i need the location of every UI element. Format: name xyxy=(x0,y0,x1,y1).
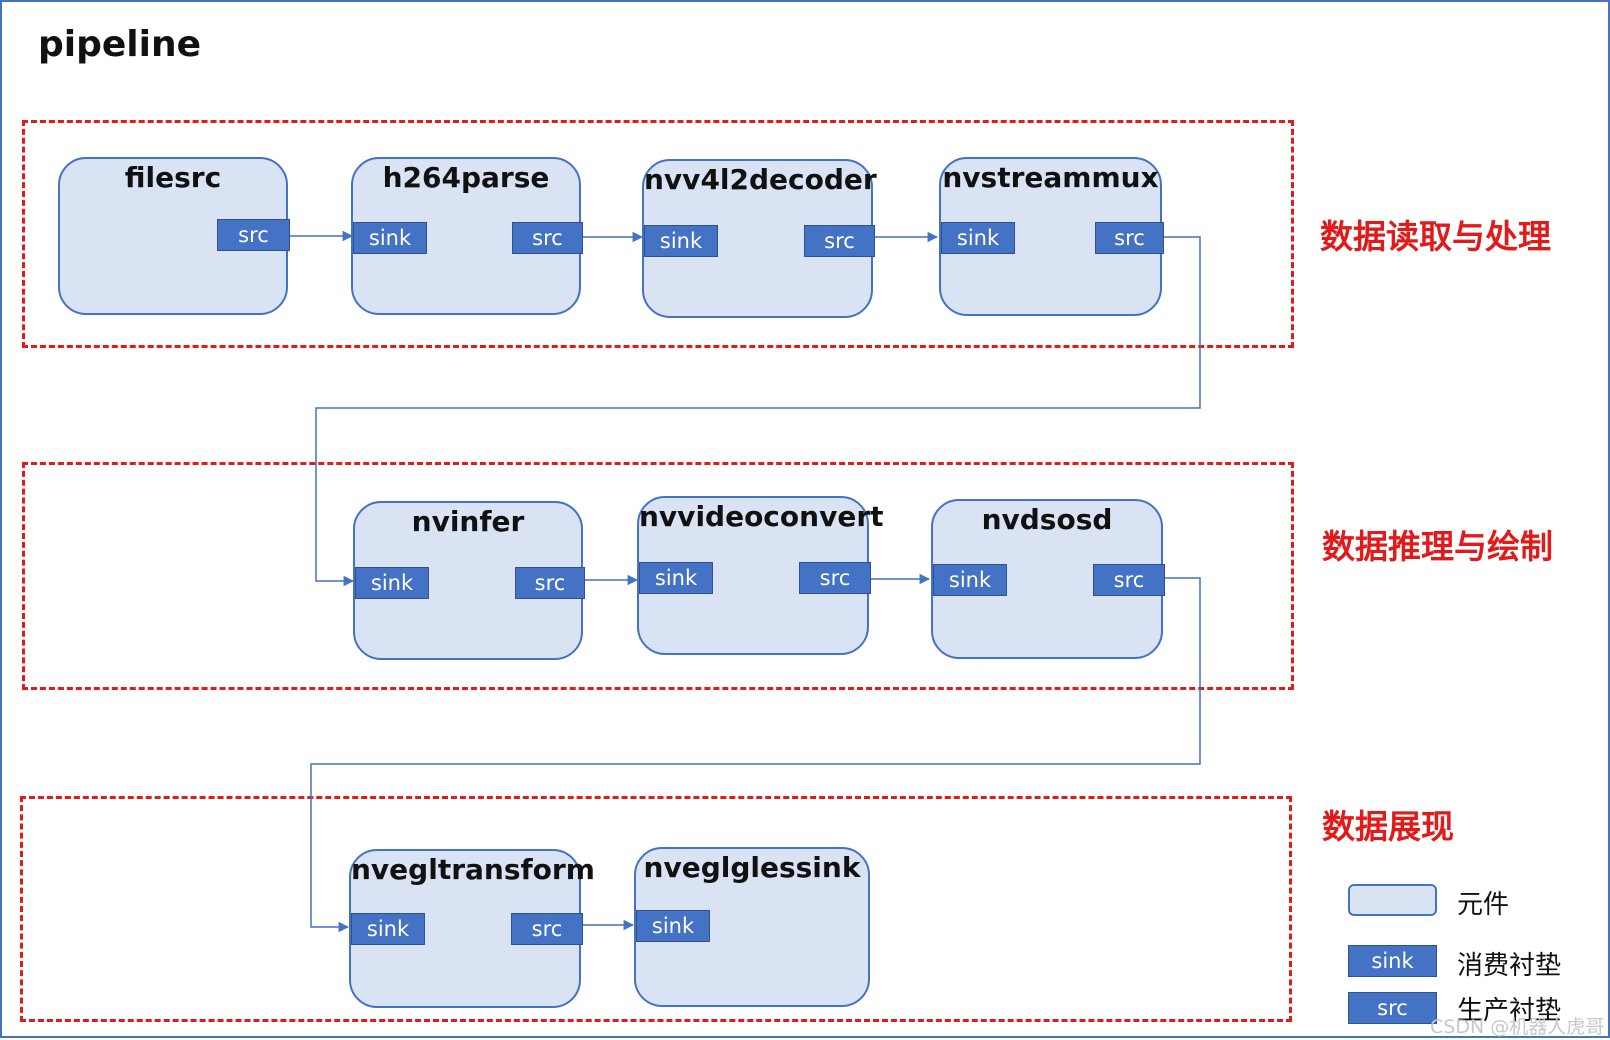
legend-sink-swatch: sink xyxy=(1348,945,1437,977)
stage-infer-draw-label: 数据推理与绘制 xyxy=(1322,527,1553,566)
sink-pad: sink xyxy=(933,564,1007,596)
pipeline-title: pipeline xyxy=(38,24,202,65)
src-pad: src xyxy=(799,562,871,594)
stage-read-process-label: 数据读取与处理 xyxy=(1320,217,1551,256)
src-pad: src xyxy=(511,913,583,945)
element-nvvideoconvert: nvvideoconvert sink src xyxy=(637,496,884,655)
legend-sink-label: 消费衬垫 xyxy=(1457,951,1562,981)
sink-pad: sink xyxy=(355,567,429,599)
element-name: nvv4l2decoder xyxy=(644,163,877,196)
element-nvegltransform: nvegltransform sink src xyxy=(349,849,595,1008)
sink-pad: sink xyxy=(353,222,427,254)
src-pad: src xyxy=(1093,564,1165,596)
element-name: nvdsosd xyxy=(981,503,1113,536)
element-name: nveglglessink xyxy=(643,851,861,884)
element-name: nvvideoconvert xyxy=(639,500,884,533)
stage-infer-draw xyxy=(22,462,1294,690)
sink-pad: sink xyxy=(644,225,718,257)
element-nvinfer: nvinfer sink src xyxy=(353,501,585,660)
sink-pad: sink xyxy=(941,222,1015,254)
stage-display-label: 数据展现 xyxy=(1322,807,1454,846)
legend-src-swatch: src xyxy=(1348,992,1437,1024)
legend-element-swatch xyxy=(1348,884,1437,916)
stage-display xyxy=(20,796,1292,1022)
element-name: h264parse xyxy=(382,161,550,194)
link-nvdsosd-nvegltransform xyxy=(310,577,1201,933)
src-pad: src xyxy=(515,567,585,599)
element-name: nvinfer xyxy=(411,505,525,538)
element-name: filesrc xyxy=(124,161,222,194)
watermark: CSDN @机器人虎哥 xyxy=(1430,1016,1605,1038)
element-name: nvegltransform xyxy=(351,853,595,886)
src-pad: src xyxy=(512,222,583,254)
src-pad: src xyxy=(217,219,290,251)
element-nveglglessink: nveglglessink sink xyxy=(634,847,870,1007)
src-pad: src xyxy=(804,225,875,257)
element-h264parse: h264parse sink src xyxy=(351,157,583,315)
element-filesrc: filesrc src xyxy=(58,157,290,315)
element-name: nvstreammux xyxy=(942,161,1159,194)
src-pad: src xyxy=(1095,222,1164,254)
sink-pad: sink xyxy=(636,910,710,942)
legend-element-label: 元件 xyxy=(1457,890,1510,920)
legend-src-label: 生产衬垫 xyxy=(1457,996,1562,1026)
stage-read-process xyxy=(22,120,1294,348)
element-nvdsosd: nvdsosd sink src xyxy=(931,499,1165,659)
element-nvstreammux: nvstreammux sink src xyxy=(939,157,1164,316)
link-nvstreammux-nvinfer xyxy=(315,236,1201,587)
sink-pad: sink xyxy=(351,913,425,945)
sink-pad: sink xyxy=(639,562,713,594)
element-nvv4l2decoder: nvv4l2decoder sink src xyxy=(642,159,877,318)
